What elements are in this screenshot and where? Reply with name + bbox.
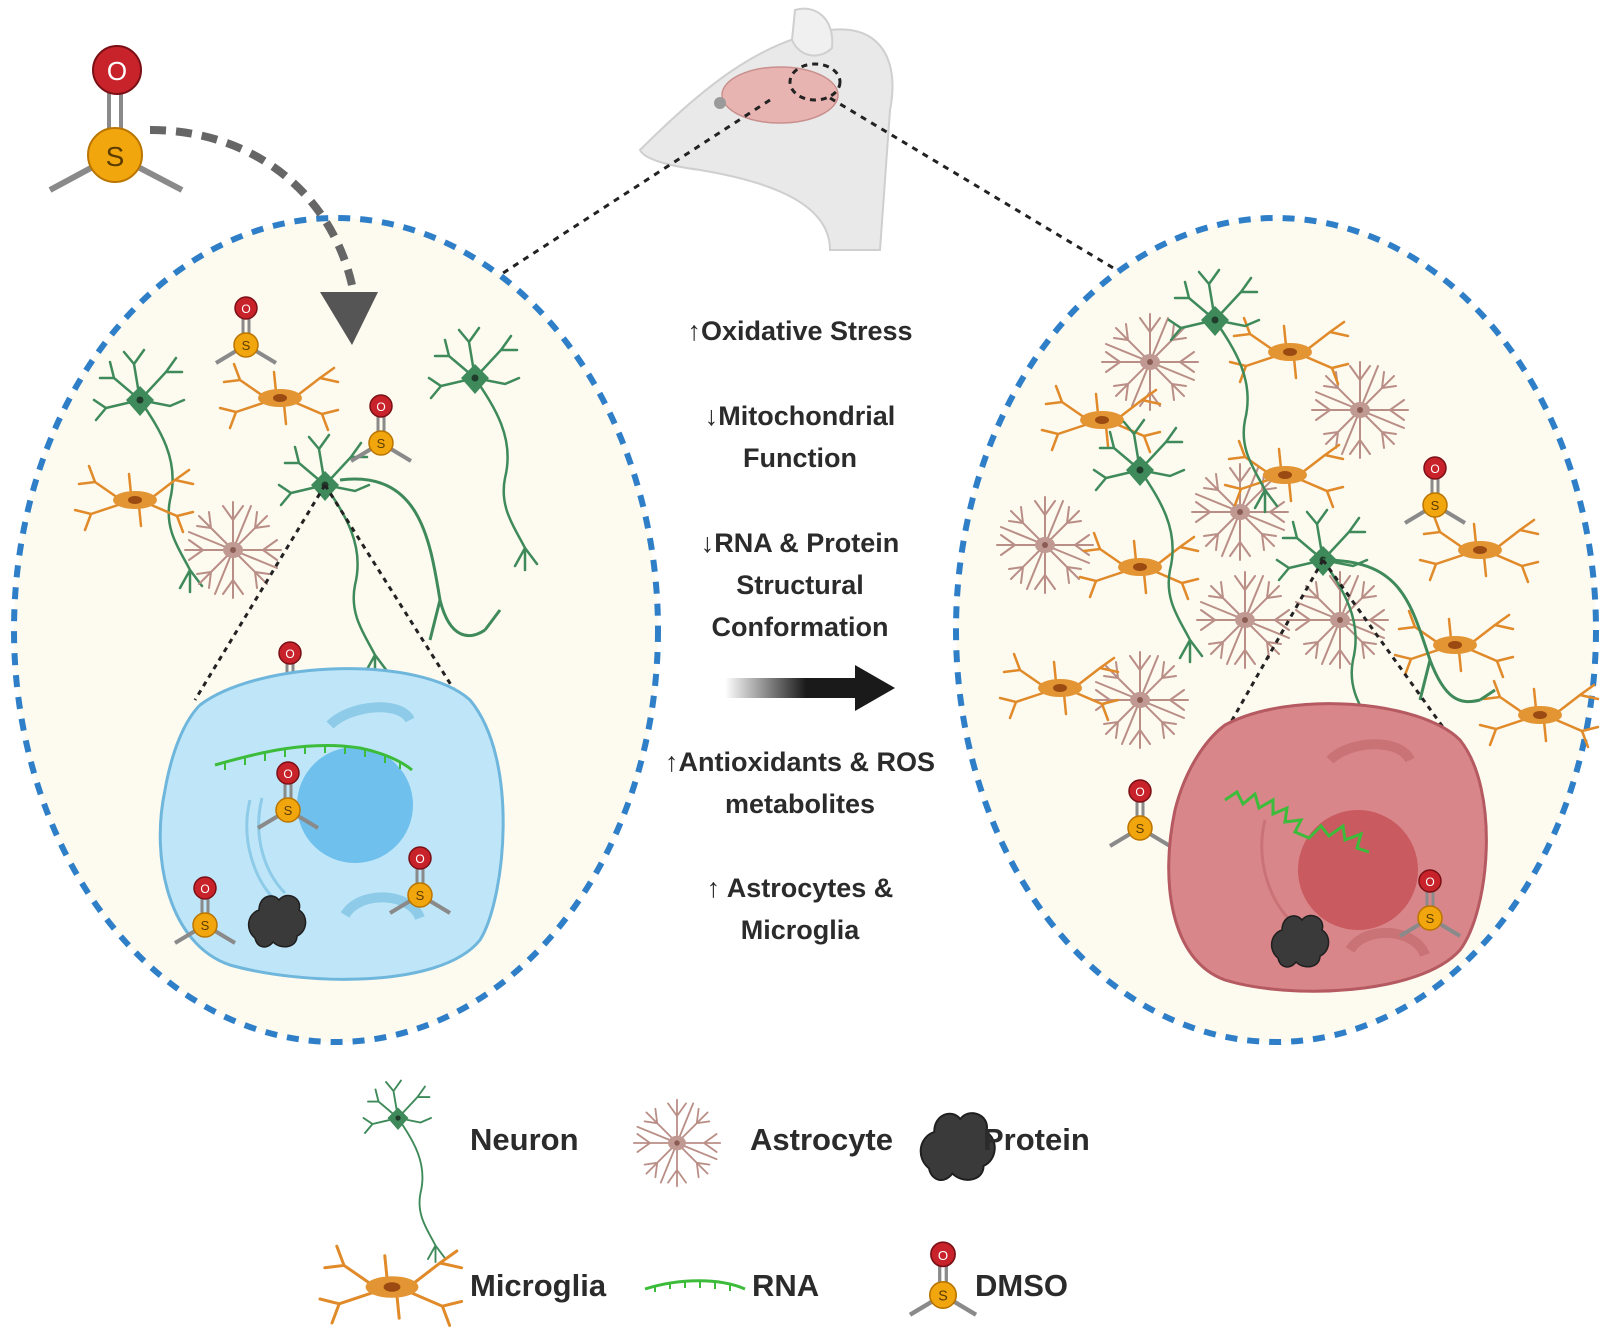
effect-rna-protein-conformation: ↓RNA & Protein Structural Conformation [700, 528, 900, 642]
effect-mitochondrial-function: ↓Mitochondrial Function [704, 401, 896, 473]
effect-astrocytes-microglia: ↑ Astrocytes & Microglia [706, 873, 894, 945]
legend-microglia-icon [318, 1244, 464, 1327]
damaged-cell [1167, 702, 1488, 993]
legend-rna-icon [644, 1279, 746, 1292]
dmso-molecule-icon: O S [48, 45, 184, 193]
cell-zoom-line-left-a [193, 484, 327, 701]
legend-neuron-label: Neuron [470, 1122, 579, 1157]
dmso-entry-arrowhead [320, 292, 378, 345]
zoom-line-right [829, 96, 1126, 277]
legend-protein-label: Protein [983, 1122, 1090, 1157]
effect-oxidative-stress: ↑Oxidative Stress [687, 316, 913, 346]
healthy-cell [158, 667, 505, 981]
zoom-line-left [499, 98, 771, 277]
legend-astrocyte-label: Astrocyte [750, 1122, 893, 1157]
legend-astrocyte-icon [632, 1098, 722, 1188]
healthy-cells-cluster [73, 295, 539, 710]
legend-dmso-icon [910, 1242, 976, 1315]
transition-arrow [725, 665, 895, 711]
affected-cells-cluster [996, 268, 1600, 848]
legend-dmso-label: DMSO [975, 1268, 1068, 1303]
effect-antioxidants-ros: ↑Antioxidants & ROS metabolites [664, 747, 935, 819]
legend-icons [318, 1079, 996, 1327]
legend-rna-label: RNA [752, 1268, 820, 1303]
oxygen-atom-label: O [107, 56, 127, 86]
cell-zoom-line-right-b [1321, 559, 1447, 731]
legend-neuron-icon [362, 1079, 446, 1263]
mouse-illustration [638, 7, 894, 251]
dmso-entry-arrow [149, 126, 356, 286]
sulfur-atom-label: S [106, 141, 125, 172]
legend-microglia-label: Microglia [470, 1268, 607, 1303]
